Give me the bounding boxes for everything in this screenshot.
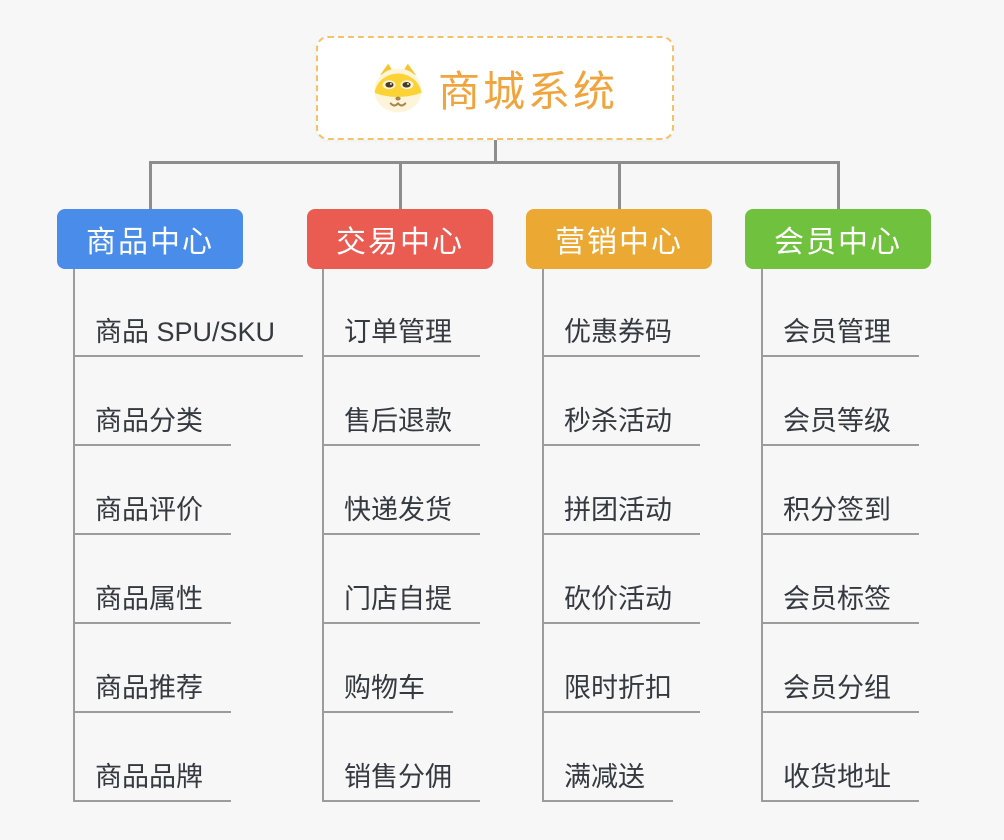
leaf-topic[interactable]: 商品属性: [73, 576, 231, 624]
leaf-topic[interactable]: 砍价活动: [542, 576, 700, 624]
leaf-topic[interactable]: 会员等级: [761, 398, 919, 446]
leaf-topic[interactable]: 商品推荐: [73, 665, 231, 713]
connector-drop-2: [399, 161, 402, 210]
leaf-topic[interactable]: 快递发货: [322, 487, 480, 535]
connector-drop-1: [149, 161, 152, 210]
branch-header-trade-center[interactable]: 交易中心: [307, 209, 493, 269]
connector-drop-3: [618, 161, 621, 210]
leaf-topic[interactable]: 门店自提: [322, 576, 480, 624]
branch-header-product-center[interactable]: 商品中心: [57, 209, 243, 269]
connector-crossbar: [149, 161, 840, 164]
leaf-topic[interactable]: 限时折扣: [542, 665, 700, 713]
leaf-topic[interactable]: 秒杀活动: [542, 398, 700, 446]
connector-root-stem: [494, 140, 497, 163]
leaf-topic[interactable]: 会员管理: [761, 309, 919, 357]
leaf-topic[interactable]: 收货地址: [761, 754, 919, 802]
leaf-topic[interactable]: 销售分佣: [322, 754, 480, 802]
branch-header-marketing-center[interactable]: 营销中心: [526, 209, 712, 269]
leaf-topic[interactable]: 订单管理: [322, 309, 480, 357]
leaf-topic[interactable]: 售后退款: [322, 398, 480, 446]
root-topic-mall-system[interactable]: 商城系统: [316, 36, 674, 140]
leaf-topic[interactable]: 商品 SPU/SKU: [73, 309, 304, 357]
branch-spine-2: [322, 269, 324, 802]
leaf-topic[interactable]: 会员标签: [761, 576, 919, 624]
leaf-topic[interactable]: 购物车: [322, 665, 453, 713]
leaf-topic[interactable]: 商品分类: [73, 398, 231, 446]
branch-spine-1: [73, 269, 75, 802]
leaf-topic[interactable]: 商品品牌: [73, 754, 231, 802]
branch-spine-4: [761, 269, 763, 802]
branch-spine-3: [542, 269, 544, 802]
leaf-topic[interactable]: 拼团活动: [542, 487, 700, 535]
leaf-topic[interactable]: 满减送: [542, 754, 673, 802]
leaf-topic[interactable]: 积分签到: [761, 487, 919, 535]
leaf-topic[interactable]: 商品评价: [73, 487, 231, 535]
dog-face-icon: [374, 63, 422, 113]
root-topic-title: 商城系统: [437, 67, 618, 115]
leaf-topic[interactable]: 优惠券码: [542, 309, 700, 357]
connector-drop-4: [837, 161, 840, 210]
branch-header-member-center[interactable]: 会员中心: [745, 209, 931, 269]
leaf-topic[interactable]: 会员分组: [761, 665, 919, 713]
